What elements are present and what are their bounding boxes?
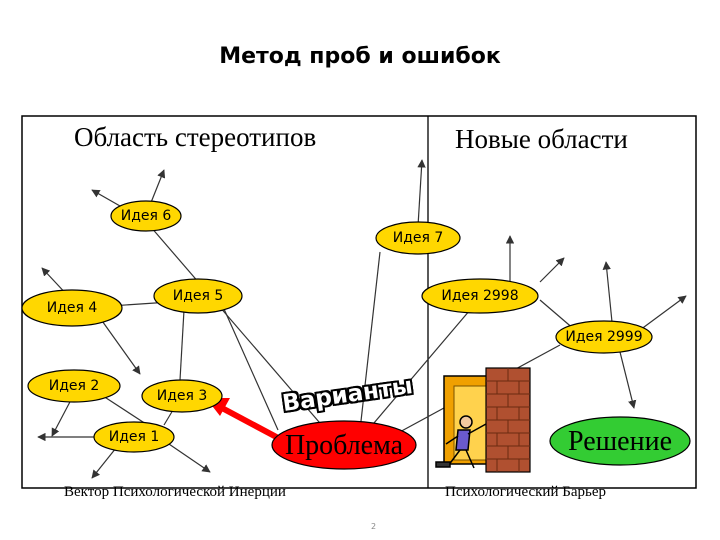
solution-label: Решение (567, 426, 673, 457)
inertia-arrow (220, 405, 284, 443)
idea-4-label: Идея 4 (46, 300, 98, 316)
line-problem-idea7 (359, 251, 381, 431)
barrier-caption: Психологический Барьер (445, 484, 607, 500)
node-idea2 (27, 369, 121, 403)
node-idea5 (153, 278, 243, 314)
line-idea2-right (99, 393, 147, 425)
region-new-areas-label: Новые области (455, 124, 628, 154)
line-idea6-up (149, 169, 166, 206)
idea-3-label: Идея 3 (156, 388, 208, 404)
idea-1-label: Идея 1 (108, 429, 160, 445)
diagram-frame (21, 115, 697, 489)
line-2999-arrow-b (639, 295, 687, 331)
node-problem (271, 420, 417, 470)
problem-label: Проблема (284, 430, 404, 461)
line-idea2-down (51, 397, 73, 437)
node-idea6 (110, 200, 182, 232)
node-idea2998 (421, 278, 539, 314)
line-idea1-right (165, 441, 211, 473)
line-2998-down (539, 299, 576, 331)
line-2999-arrow-a (602, 261, 613, 323)
line-idea5-down (179, 309, 185, 381)
node-idea2999 (555, 320, 653, 354)
man-figure (435, 415, 487, 469)
line-idea4-down (99, 317, 141, 375)
node-idea1 (93, 421, 175, 453)
node-solution (549, 416, 691, 466)
idea-5-label: Идея 5 (172, 288, 224, 304)
node-idea3 (141, 379, 223, 413)
line-2999-arrow-c (619, 351, 637, 409)
line-2998-arrow (539, 257, 565, 283)
slide-title: Метод проб и ошибок (219, 44, 501, 69)
barrier-illustration (435, 367, 531, 473)
node-idea7 (375, 221, 461, 255)
idea-7-label: Идея 7 (392, 230, 444, 246)
page-number: 2 (371, 522, 377, 531)
node-idea4 (21, 289, 123, 327)
line-idea6-arrow (91, 189, 121, 207)
line-idea7-up (417, 159, 426, 227)
line-idea1-down (91, 447, 117, 479)
line-idea5-problem (219, 299, 279, 431)
idea-2999-label: Идея 2999 (565, 329, 643, 345)
idea-6-label: Идея 6 (120, 208, 172, 224)
line-problem-idea2998 (367, 309, 471, 431)
inertia-caption: Вектор Психологической Инерции (64, 484, 286, 500)
idea-2-label: Идея 2 (48, 378, 100, 394)
idea-2998-label: Идея 2998 (441, 288, 519, 304)
region-stereotypes-label: Область стереотипов (74, 122, 317, 152)
line-problem-idea6 (149, 225, 339, 445)
